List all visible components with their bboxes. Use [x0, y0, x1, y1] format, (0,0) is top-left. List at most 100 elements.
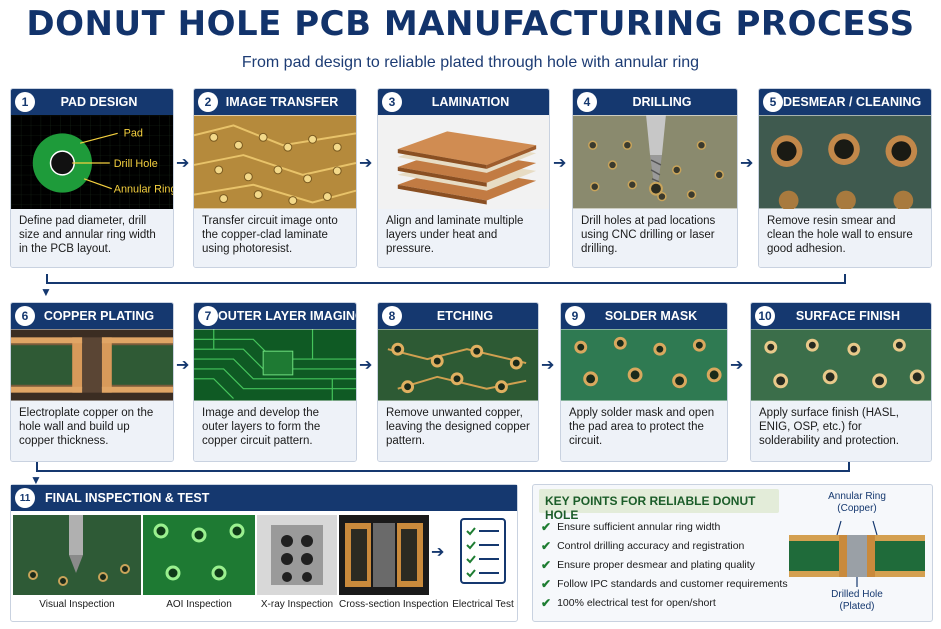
step-header: 10 SURFACE FINISH	[751, 303, 931, 329]
solder-mask-photo	[561, 329, 727, 401]
step-number: 11	[15, 488, 35, 508]
checkmark-icon: ✔	[541, 557, 552, 572]
step-header: 2 IMAGE TRANSFER	[194, 89, 356, 115]
aoi-inspection: AOI Inspection	[143, 515, 255, 615]
annular-ring-callout: Annular Ring	[114, 184, 173, 196]
step-title: FINAL INSPECTION & TEST	[45, 491, 210, 505]
arrow-right-icon: ➔	[431, 544, 445, 561]
step-title: SOLDER MASK	[604, 309, 698, 323]
step-description: Align and laminate multiple layers under…	[378, 209, 549, 267]
step-title: COPPER PLATING	[43, 309, 155, 323]
step-number: 7	[198, 306, 218, 326]
step-card-2: 2 IMAGE TRANSFER Transfer circuit image …	[193, 88, 357, 268]
key-points-panel: KEY POINTS FOR RELIABLE DONUT HOLE ✔Ensu…	[532, 484, 933, 622]
arrow-right-icon: ➔	[541, 357, 555, 374]
key-points-title: KEY POINTS FOR RELIABLE DONUT HOLE	[539, 489, 779, 522]
inspection-label: Cross-section Inspection	[339, 599, 449, 610]
arrow-right-icon: ➔	[359, 357, 373, 374]
pad-design-illustration: Pad Drill Hole Annular Ring	[11, 115, 173, 209]
step-description: Remove unwanted copper, leaving the desi…	[378, 401, 538, 461]
inspection-label: Visual Inspection	[39, 599, 115, 610]
step-card-9: 9 SOLDER MASK Apply solder mask and open…	[560, 302, 728, 462]
drilling-photo	[573, 115, 737, 209]
key-points-list: ✔Ensure sufficient annular ring width ✔C…	[541, 517, 788, 612]
step-card-7: 7 OUTER LAYER IMAGING Image and develop …	[193, 302, 357, 462]
step-title: SURFACE FINISH	[795, 309, 901, 323]
checkmark-icon: ✔	[541, 576, 552, 591]
arrow-right-icon: ➔	[740, 155, 754, 172]
step-header: 9 SOLDER MASK	[561, 303, 727, 329]
donut-hole-cross-section: Annular Ring (Copper) Drilled Hole (Plat…	[785, 489, 929, 619]
step-description: Apply solder mask and open the pad area …	[561, 401, 727, 461]
cross-section-inspection: Cross-section Inspection	[339, 515, 449, 615]
arrow-down-icon: ▼	[40, 285, 52, 299]
step-description: Drill holes at pad locations using CNC d…	[573, 209, 737, 267]
step-header: 1 PAD DESIGN	[11, 89, 173, 115]
step-header: 4 DRILLING	[573, 89, 737, 115]
step-card-6: 6 COPPER PLATING Electroplate copper on …	[10, 302, 174, 462]
image-transfer-photo	[194, 115, 356, 209]
checkmark-icon: ✔	[541, 519, 552, 534]
pad-callout: Pad	[124, 127, 143, 139]
copper-plating-cross-section	[11, 329, 173, 401]
step-card-4: 4 DRILLING Drill holes at pad locations …	[572, 88, 738, 268]
arrow-right-icon: ➔	[359, 155, 373, 172]
step-number: 3	[382, 92, 402, 112]
step-number: 1	[15, 92, 35, 112]
step-description: Define pad diameter, drill size and annu…	[11, 209, 173, 267]
step-title: PAD DESIGN	[60, 95, 138, 109]
list-item: ✔Follow IPC standards and customer requi…	[541, 576, 788, 591]
inspection-label: AOI Inspection	[166, 599, 232, 610]
step-header: 6 COPPER PLATING	[11, 303, 173, 329]
step-description: Electroplate copper on the hole wall and…	[11, 401, 173, 461]
step-header: 3 LAMINATION	[378, 89, 549, 115]
checkmark-icon: ✔	[541, 538, 552, 553]
arrow-down-icon: ▼	[30, 473, 42, 487]
outer-layer-imaging-photo	[194, 329, 356, 401]
step-card-5: 5 DESMEAR / CLEANING Remove resin smear …	[758, 88, 932, 268]
page-title: DONUT HOLE PCB MANUFACTURING PROCESS	[26, 4, 915, 44]
arrow-right-icon: ➔	[176, 357, 190, 374]
list-item: ✔Ensure sufficient annular ring width	[541, 519, 721, 534]
step-number: 2	[198, 92, 218, 112]
electrical-test: Electrical Test	[451, 515, 515, 615]
step-header: 5 DESMEAR / CLEANING	[759, 89, 931, 115]
step-card-1: 1 PAD DESIGN Pad Drill Hole Annular Ring…	[10, 88, 174, 268]
list-item: ✔Control drilling accuracy and registrat…	[541, 538, 745, 553]
flow-connector	[46, 274, 846, 284]
list-item: ✔Ensure proper desmear and plating quali…	[541, 557, 755, 572]
list-item: ✔100% electrical test for open/short	[541, 595, 716, 610]
checkmark-icon: ✔	[541, 595, 552, 610]
step-number: 6	[15, 306, 35, 326]
arrow-right-icon: ➔	[553, 155, 567, 172]
annular-ring-label: Annular Ring (Copper)	[828, 491, 886, 514]
step-number: 9	[565, 306, 585, 326]
step-title: OUTER LAYER IMAGING	[218, 309, 357, 323]
step-card-3: 3 LAMINATION Align and laminate multiple…	[377, 88, 550, 268]
step-header: 11 FINAL INSPECTION & TEST	[11, 485, 517, 511]
desmear-photo	[759, 115, 931, 209]
drill-hole-callout: Drill Hole	[114, 158, 158, 170]
arrow-right-icon: ➔	[730, 357, 744, 374]
step-description: Transfer circuit image onto the copper-c…	[194, 209, 356, 267]
inspection-label: Electrical Test	[452, 599, 514, 610]
step-title: LAMINATION	[431, 95, 510, 109]
drilled-hole-label: Drilled Hole (Plated)	[831, 589, 883, 612]
step-number: 4	[577, 92, 597, 112]
surface-finish-photo	[751, 329, 931, 401]
step-title: IMAGE TRANSFER	[225, 95, 339, 109]
step-title: DESMEAR / CLEANING	[783, 95, 922, 109]
step-card-10: 10 SURFACE FINISH Apply surface finish (…	[750, 302, 932, 462]
step-header: 8 ETCHING	[378, 303, 538, 329]
flow-connector	[36, 462, 850, 472]
step-header: 7 OUTER LAYER IMAGING	[194, 303, 356, 329]
xray-inspection: X-ray Inspection	[257, 515, 337, 615]
arrow-right-icon: ➔	[176, 155, 190, 172]
visual-inspection: Visual Inspection	[13, 515, 141, 615]
step-title: ETCHING	[436, 309, 494, 323]
inspection-label: X-ray Inspection	[260, 599, 334, 610]
step-number: 8	[382, 306, 402, 326]
step-description: Apply surface finish (HASL, ENIG, OSP, e…	[751, 401, 931, 461]
page-subtitle: From pad design to reliable plated throu…	[241, 54, 700, 71]
step-number: 5	[763, 92, 783, 112]
